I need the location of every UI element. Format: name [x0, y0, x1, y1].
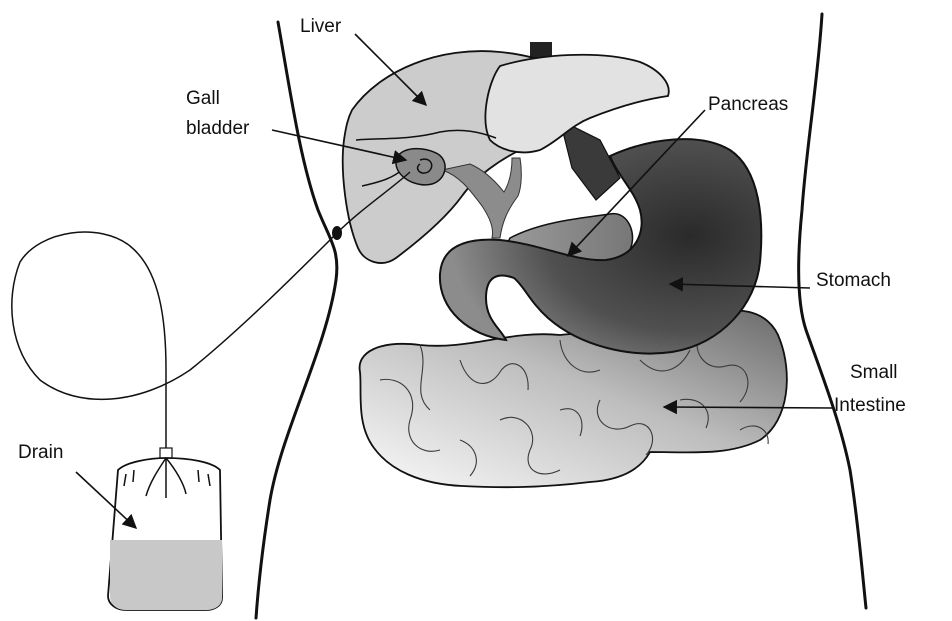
intestine-label-line2: Intestine: [834, 395, 906, 416]
body-outline-right: [799, 14, 866, 608]
drain-bag: [108, 448, 222, 610]
drain-tube: [12, 232, 337, 452]
gallbladder-label-line1: Gall: [186, 88, 220, 109]
small-intestine: [360, 310, 787, 487]
body-outline-left: [256, 22, 337, 618]
pancreas-label: Pancreas: [708, 94, 788, 115]
intestine-label-line1: Small: [850, 362, 898, 383]
drain-label: Drain: [18, 442, 63, 463]
gallbladder-label-line2: bladder: [186, 118, 250, 139]
stomach-label: Stomach: [816, 270, 891, 291]
intestine-arrow: [664, 407, 832, 408]
liver-label: Liver: [300, 16, 342, 37]
